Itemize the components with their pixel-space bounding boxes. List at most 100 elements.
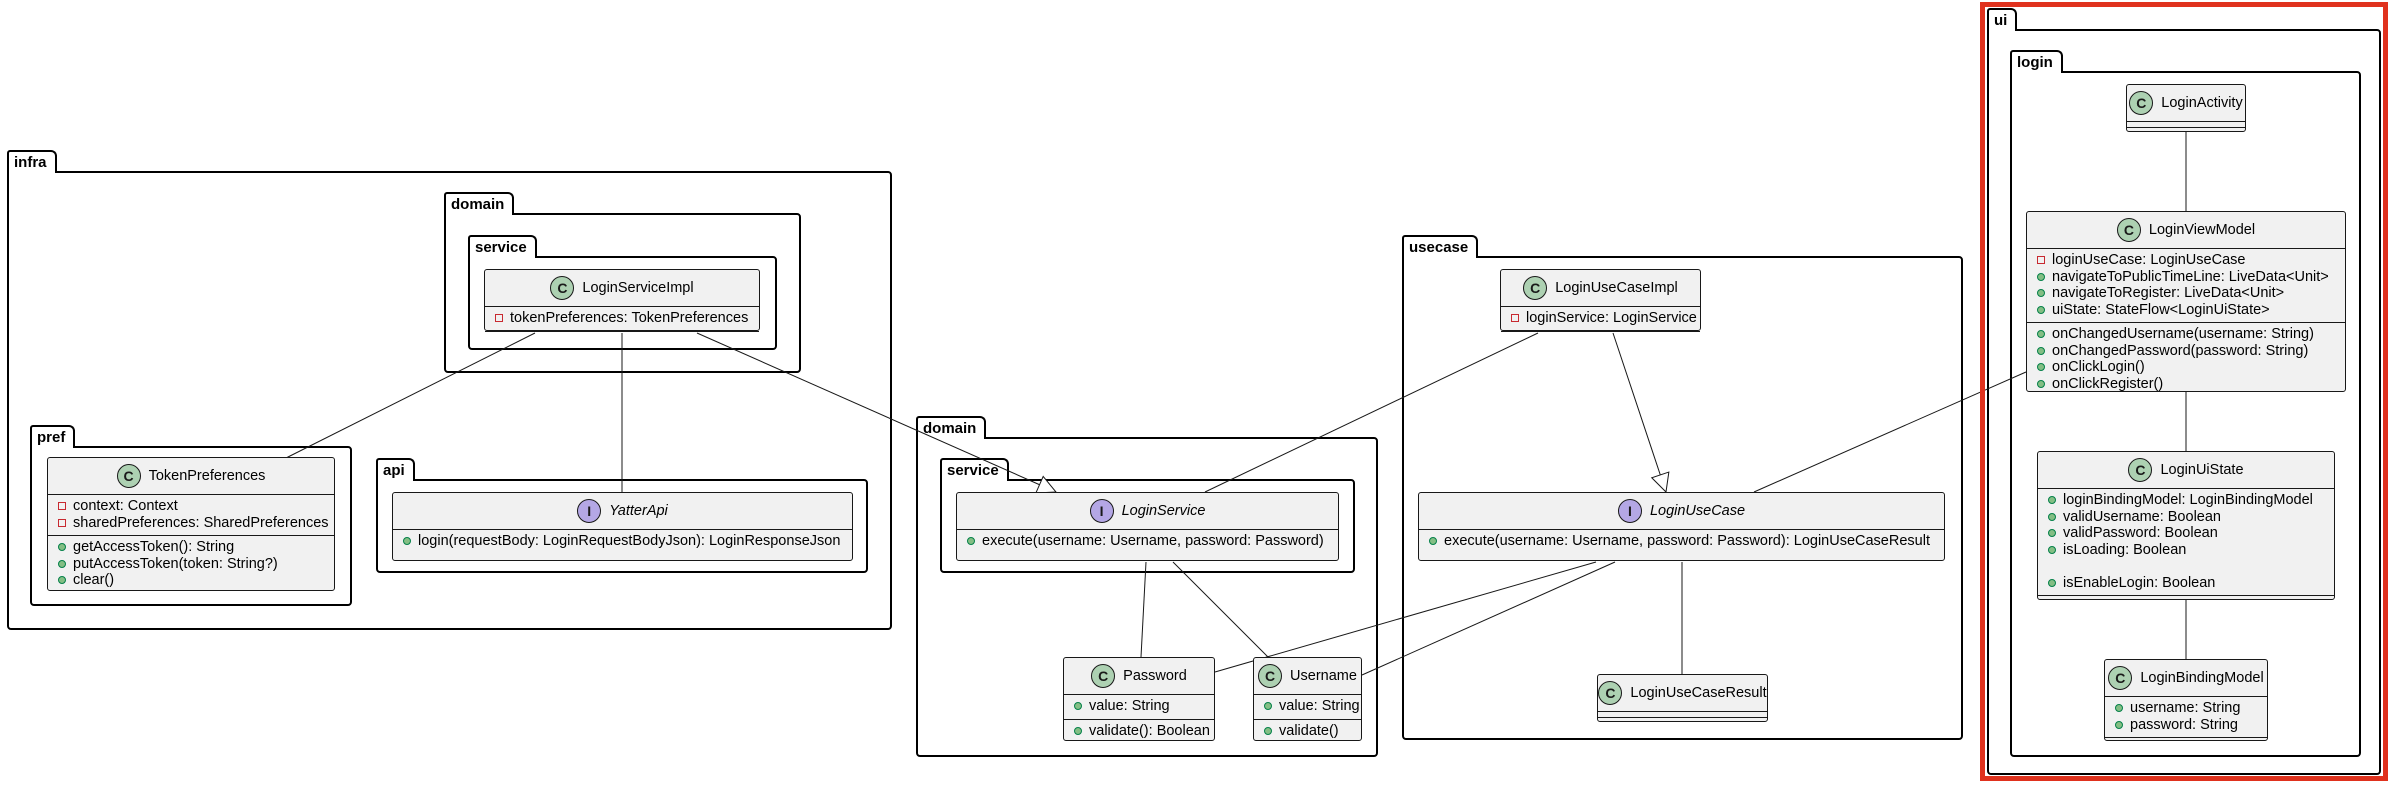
methods-section xyxy=(2038,596,2334,601)
class-header: C LoginBindingModel xyxy=(2105,660,2267,697)
field: value: String xyxy=(1264,698,1361,715)
public-visibility-icon xyxy=(58,543,66,552)
methods-section xyxy=(485,332,759,337)
member-text: value: String xyxy=(1089,698,1170,714)
class-header: C LoginUseCaseResult xyxy=(1598,675,1767,712)
package-infra-service-label: service xyxy=(468,235,537,258)
package-infra-domain-label: domain xyxy=(444,192,515,215)
methods-section: onChangedUsername(username: String)onCha… xyxy=(2027,323,2345,396)
public-visibility-icon xyxy=(2048,529,2056,538)
member-text: putAccessToken(token: String?) xyxy=(73,555,278,572)
class-login-use-case-result[interactable]: C LoginUseCaseResult xyxy=(1597,674,1768,722)
interface-stereotype-icon: I xyxy=(577,499,602,523)
member-text: isLoading: Boolean xyxy=(2063,541,2187,558)
package-login: login xyxy=(2010,50,2361,757)
class-stereotype-icon: C xyxy=(2129,91,2154,115)
public-visibility-icon xyxy=(1264,702,1272,711)
field: loginService: LoginService xyxy=(1511,310,1700,327)
class-stereotype-icon: C xyxy=(1598,681,1623,705)
member-text: getAccessToken(): String xyxy=(73,539,235,555)
interface-stereotype-icon: I xyxy=(1089,499,1114,523)
field: value: String xyxy=(1074,698,1214,715)
public-visibility-icon xyxy=(2048,545,2056,554)
public-visibility-icon xyxy=(2037,305,2045,314)
public-visibility-icon xyxy=(2115,704,2123,713)
member-text: value: String xyxy=(1279,698,1360,714)
public-visibility-icon xyxy=(2037,330,2045,339)
member-text: onClickLogin() xyxy=(2052,359,2145,375)
interface-stereotype-icon: I xyxy=(1617,499,1642,523)
class-name: LoginBindingModel xyxy=(2140,670,2264,686)
member-text: tokenPreferences: TokenPreferences xyxy=(510,310,749,326)
method: validate(): Boolean xyxy=(1074,723,1214,740)
field: loginUseCase: LoginUseCase xyxy=(2037,252,2345,269)
class-header: C LoginActivity xyxy=(2127,85,2245,122)
public-visibility-icon xyxy=(1429,537,1437,546)
private-visibility-icon xyxy=(58,518,66,527)
class-header: I YatterApi xyxy=(393,493,852,530)
class-header: C LoginServiceImpl xyxy=(485,270,759,307)
member-text: onChangedUsername(username: String) xyxy=(2052,326,2314,342)
member-text: validate() xyxy=(1279,722,1339,739)
member-text: navigateToPublicTimeLine: LiveData<Unit> xyxy=(2052,268,2329,285)
class-login-activity[interactable]: C LoginActivity xyxy=(2126,84,2246,132)
public-visibility-icon xyxy=(2048,512,2056,521)
public-visibility-icon xyxy=(2115,720,2123,729)
field: tokenPreferences: TokenPreferences xyxy=(495,310,759,327)
class-name: LoginActivity xyxy=(2161,95,2243,111)
class-login-service-impl[interactable]: C LoginServiceImpl tokenPreferences: Token… xyxy=(484,269,760,332)
private-visibility-icon xyxy=(1511,314,1519,323)
method: execute(username: Username, password: Pa… xyxy=(1429,533,1944,550)
member-text: validate(): Boolean xyxy=(1089,722,1210,739)
method: validate() xyxy=(1264,723,1361,740)
class-name: YatterApi xyxy=(609,503,668,519)
field: navigateToPublicTimeLine: LiveData<Unit> xyxy=(2037,269,2345,286)
methods-section xyxy=(2127,128,2245,133)
package-login-label: login xyxy=(2010,50,2063,73)
class-name: Username xyxy=(1290,668,1357,684)
class-password[interactable]: C Password value: String validate(): Boolea… xyxy=(1063,657,1215,741)
class-name: LoginUseCaseResult xyxy=(1630,685,1767,701)
class-stereotype-icon: C xyxy=(2128,458,2153,482)
class-name: Password xyxy=(1123,668,1187,684)
public-visibility-icon xyxy=(2048,496,2056,505)
method: putAccessToken(token: String?) xyxy=(58,556,334,573)
class-header: C Password xyxy=(1064,658,1214,695)
package-usecase-label: usecase xyxy=(1402,235,1479,258)
class-name: LoginServiceImpl xyxy=(582,280,694,296)
member-text: password: String xyxy=(2130,716,2238,733)
package-pref-label: pref xyxy=(30,425,76,448)
class-name: LoginUseCase xyxy=(1649,503,1746,519)
methods-section xyxy=(1501,332,1700,337)
class-header: I LoginUseCase xyxy=(1419,493,1944,530)
member-text: validPassword: Boolean xyxy=(2063,525,2218,541)
field: validPassword: Boolean xyxy=(2048,525,2334,542)
field: context: Context xyxy=(58,498,334,515)
member-text: onChangedPassword(password: String) xyxy=(2052,342,2309,359)
class-stereotype-icon: C xyxy=(2108,666,2133,690)
methods-section xyxy=(1598,718,1767,723)
class-stereotype-icon: C xyxy=(116,464,141,488)
class-stereotype-icon: C xyxy=(550,276,575,300)
member-text: login(requestBody: LoginRequestBodyJson)… xyxy=(418,533,841,549)
fields-section: tokenPreferences: TokenPreferences xyxy=(485,307,759,332)
methods-section xyxy=(2105,738,2267,743)
interface-login-use-case[interactable]: I LoginUseCase execute(username: Username,… xyxy=(1418,492,1945,561)
methods-section: execute(username: Username, password: Pa… xyxy=(1419,530,1944,554)
interface-yatter-api[interactable]: I YatterApi login(requestBody: LoginReques… xyxy=(392,492,853,561)
package-domain-service-label: service xyxy=(940,458,1009,481)
class-stereotype-icon: C xyxy=(1091,664,1116,688)
fields-section xyxy=(2127,122,2245,128)
